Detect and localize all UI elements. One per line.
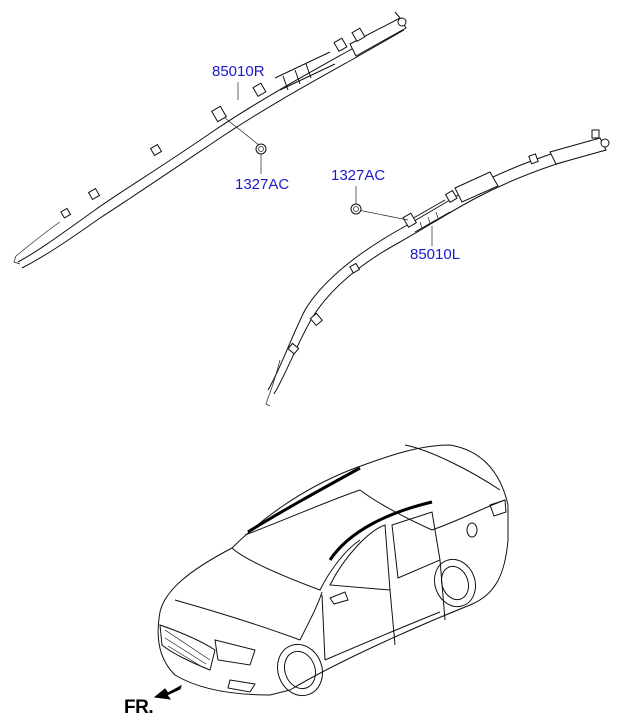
car-illustration bbox=[157, 444, 509, 697]
curtain-airbag-right bbox=[13, 11, 407, 269]
part-label-85010L[interactable]: 85010L bbox=[410, 246, 461, 263]
front-direction-label: FR. bbox=[124, 697, 154, 718]
arrow-down-left-icon bbox=[153, 684, 182, 700]
part-label-1327AC-right[interactable]: 1327AC bbox=[235, 176, 290, 193]
part-label-85010R[interactable]: 85010R bbox=[212, 63, 265, 80]
part-label-1327AC-left[interactable]: 1327AC bbox=[331, 167, 386, 184]
curtain-airbag-left bbox=[265, 129, 610, 407]
